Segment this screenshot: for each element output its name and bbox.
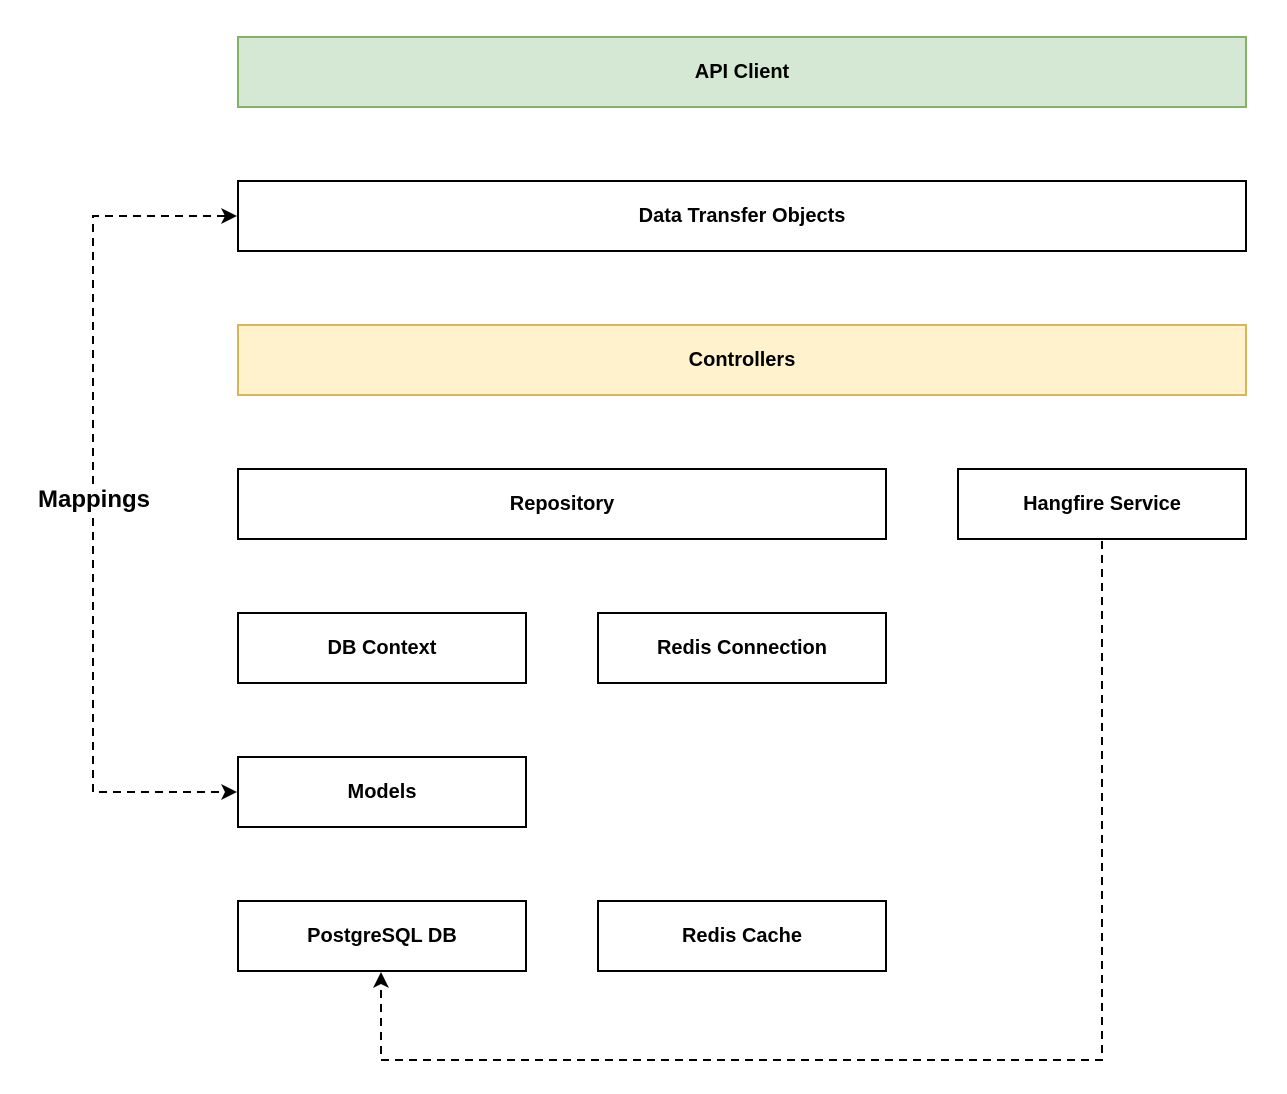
connector-hangfire-postgresql bbox=[380, 541, 1103, 1061]
arrowhead-into-models bbox=[221, 784, 237, 800]
node-api-client-label: API Client bbox=[694, 60, 790, 83]
node-controllers: Controllers bbox=[237, 324, 1247, 396]
arrowhead-into-dto bbox=[221, 208, 237, 224]
node-redis-connection: Redis Connection bbox=[597, 612, 887, 684]
node-repository: Repository bbox=[237, 468, 887, 540]
node-redis-connection-label: Redis Connection bbox=[656, 636, 827, 659]
node-data-transfer-objects: Data Transfer Objects bbox=[237, 180, 1247, 252]
node-db-context: DB Context bbox=[237, 612, 527, 684]
node-api-client: API Client bbox=[237, 36, 1247, 108]
node-data-transfer-objects-label: Data Transfer Objects bbox=[638, 204, 846, 227]
node-postgresql-db: PostgreSQL DB bbox=[237, 900, 527, 972]
arrowhead-into-postgresql bbox=[373, 972, 389, 988]
node-redis-cache-label: Redis Cache bbox=[681, 924, 803, 947]
node-repository-label: Repository bbox=[509, 492, 615, 515]
node-db-context-label: DB Context bbox=[327, 636, 437, 659]
node-hangfire-service-label: Hangfire Service bbox=[1023, 492, 1181, 515]
node-hangfire-service: Hangfire Service bbox=[957, 468, 1247, 540]
mappings-label: Mappings bbox=[28, 484, 160, 515]
node-postgresql-db-label: PostgreSQL DB bbox=[307, 924, 457, 947]
node-models: Models bbox=[237, 756, 527, 828]
node-controllers-label: Controllers bbox=[688, 348, 796, 371]
node-redis-cache: Redis Cache bbox=[597, 900, 887, 972]
node-models-label: Models bbox=[347, 780, 417, 803]
